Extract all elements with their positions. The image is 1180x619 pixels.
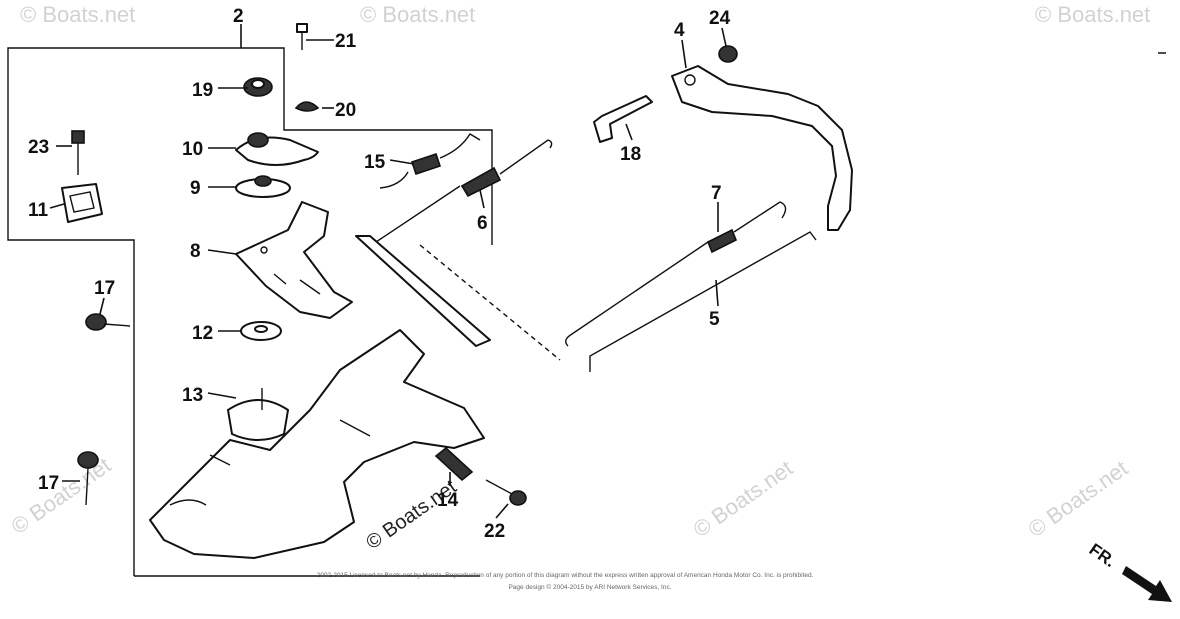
part-4-lever xyxy=(671,65,853,231)
part-9-washer xyxy=(235,175,291,198)
part-15-spring xyxy=(379,133,481,189)
front-direction-indicator: FR. xyxy=(1086,540,1172,602)
boundary-left xyxy=(7,47,240,576)
callout-19: 19 xyxy=(192,80,213,101)
part-12-washer xyxy=(240,321,282,341)
front-label: FR. xyxy=(1086,540,1119,571)
callout-10: 10 xyxy=(182,139,203,160)
callout-4: 4 xyxy=(674,20,685,41)
callout-6: 6 xyxy=(477,213,488,234)
part-20-clip xyxy=(294,101,320,112)
callout-5: 5 xyxy=(709,309,720,330)
watermark-top-right: © Boats.net xyxy=(1035,2,1150,27)
callouts: 2 21 19 20 10 9 23 11 8 12 17 13 17 15 6… xyxy=(28,6,731,542)
callout-12: 12 xyxy=(192,323,213,344)
part-5-rod xyxy=(589,231,817,372)
part-22-bolt xyxy=(485,479,527,506)
callout-15: 15 xyxy=(364,152,386,173)
part-13-base-plate xyxy=(149,329,485,559)
callout-18: 18 xyxy=(620,144,641,165)
callout-14: 14 xyxy=(437,490,459,511)
watermark-bottom-mid: © Boats.net xyxy=(689,455,798,542)
copyright-line-2: Page design © 2004-2015 by ARI Network S… xyxy=(508,583,671,591)
leader-lines xyxy=(49,24,727,519)
copyright-notice: 2002-2015 Licensed to Boats.net by Honda… xyxy=(317,572,814,591)
part-24-nut xyxy=(718,45,738,63)
callout-13: 13 xyxy=(182,385,203,406)
part-17-upper-bolt xyxy=(85,313,131,331)
watermark-top-mid: © Boats.net xyxy=(360,2,475,27)
callout-22: 22 xyxy=(484,521,505,542)
front-arrow-icon xyxy=(1122,566,1172,602)
callout-11: 11 xyxy=(28,200,49,221)
part-21-bolt xyxy=(296,23,308,50)
part-11-bracket xyxy=(61,183,103,223)
watermark-bottom-right: © Boats.net xyxy=(1024,455,1133,542)
callout-23: 23 xyxy=(28,137,49,158)
callout-20: 20 xyxy=(335,100,356,121)
callout-8: 8 xyxy=(190,241,201,262)
callout-7: 7 xyxy=(711,183,722,204)
copyright-line-1: 2002-2015 Licensed to Boats.net by Honda… xyxy=(317,572,814,579)
part-17-lower-bolt xyxy=(77,451,99,506)
boundary-dashed xyxy=(419,244,561,361)
part-14-spring xyxy=(434,446,474,482)
part-10-cap xyxy=(235,132,319,166)
part-6-rod-spring xyxy=(355,139,553,347)
part-23-bolt xyxy=(71,130,85,175)
watermark-center: © Boats.net xyxy=(362,476,461,554)
callout-17-lower: 17 xyxy=(38,473,59,494)
watermark-top-left: © Boats.net xyxy=(20,2,135,27)
callout-24: 24 xyxy=(709,8,731,29)
part-8-plate xyxy=(235,201,353,319)
part-19-nut xyxy=(243,77,273,97)
watermarks: © Boats.net © Boats.net © Boats.net © Bo… xyxy=(7,2,1151,554)
part-18-pin xyxy=(593,95,653,143)
callout-2: 2 xyxy=(233,6,244,27)
callout-17-upper: 17 xyxy=(94,278,115,299)
watermark-bottom-left: © Boats.net xyxy=(7,452,116,539)
callout-21: 21 xyxy=(335,31,357,52)
part-7-cable-spring xyxy=(565,201,787,347)
callout-9: 9 xyxy=(190,178,201,199)
